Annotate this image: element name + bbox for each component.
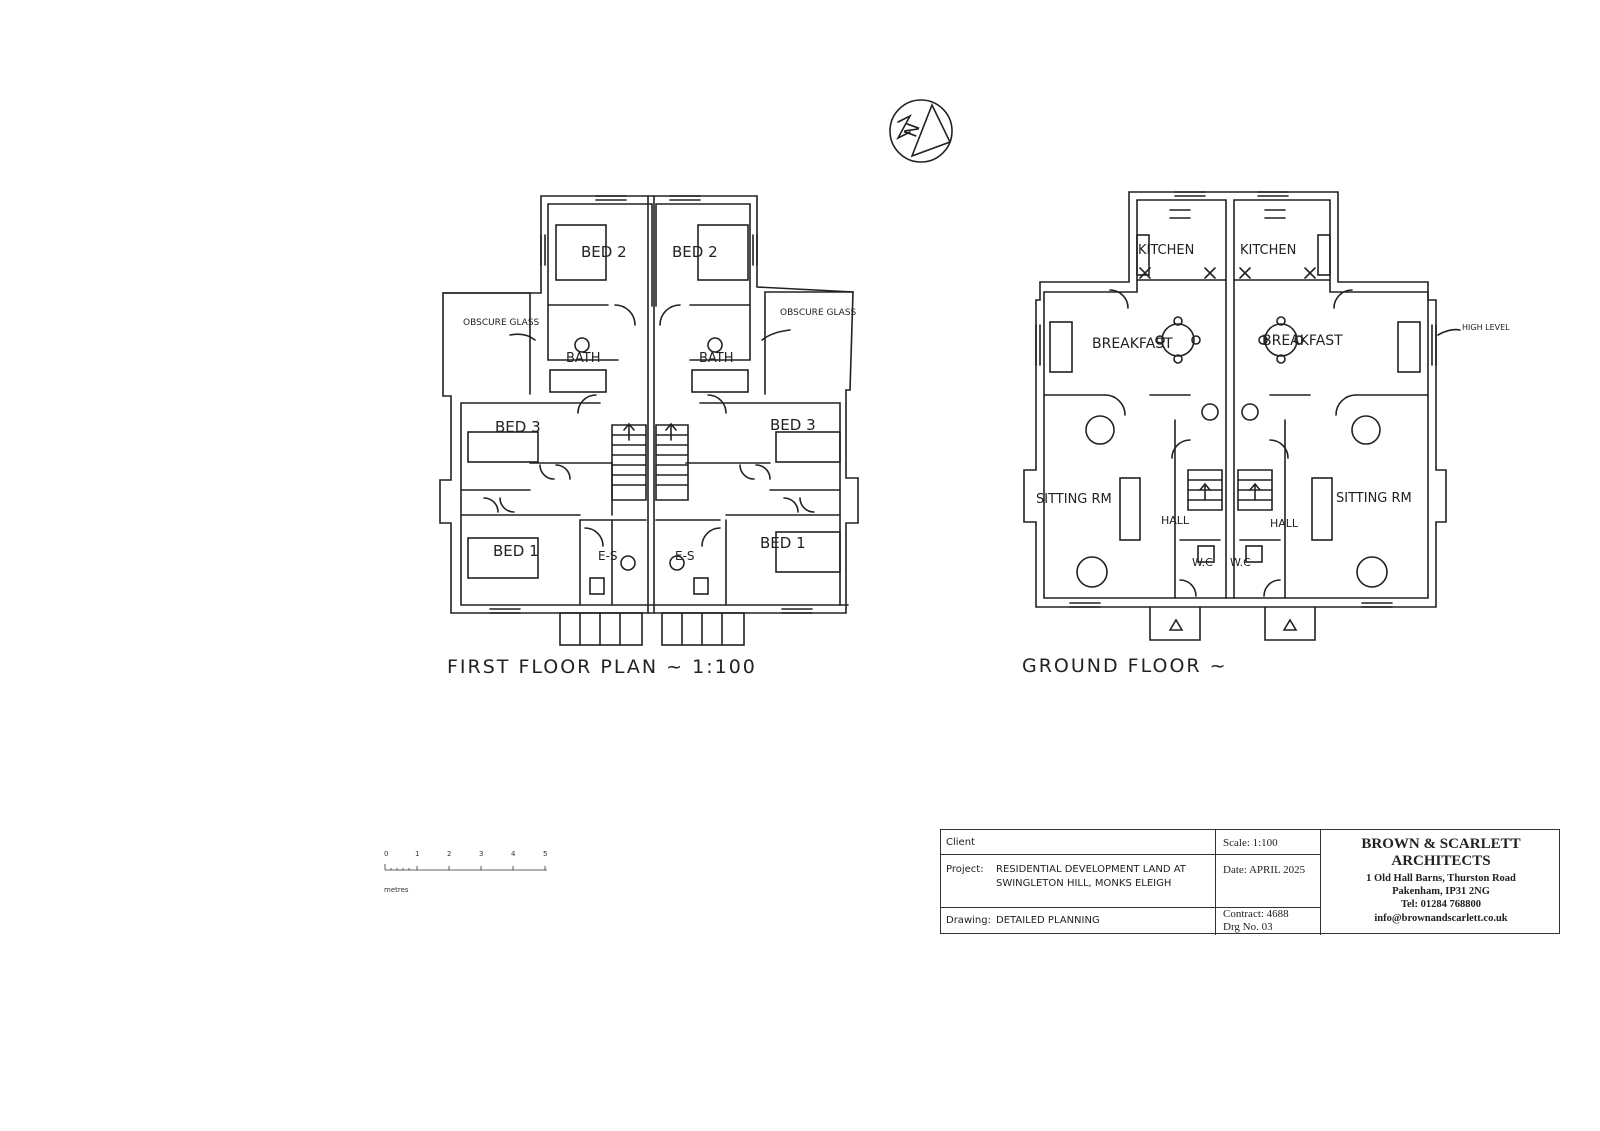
- room-label: BED 2: [581, 243, 627, 261]
- room-label: BED 2: [672, 243, 718, 261]
- firm-email: info@brownandscarlett.co.uk: [1374, 913, 1508, 924]
- title-block: Client Project: RESIDENTIAL DEVELOPMENT …: [940, 829, 1560, 935]
- room-label: SITTING RM: [1036, 492, 1112, 507]
- firm-name: BROWN & SCARLETT: [1361, 836, 1521, 852]
- firm-address-line2: Pakenham, IP31 2NG: [1392, 886, 1490, 897]
- scale-tick-label: 2: [447, 850, 452, 858]
- scale-tick-label: 3: [479, 850, 484, 858]
- room-label: HALL: [1270, 517, 1299, 530]
- scale-tick-label: 1: [415, 850, 420, 858]
- annotation-note: HIGH LEVEL: [1462, 323, 1510, 332]
- north-label: N: [900, 120, 924, 140]
- first-floor-title: FIRST FLOOR PLAN ~ 1:100: [447, 656, 757, 678]
- contract-value: Contract: 4688: [1223, 908, 1289, 920]
- firm-telephone: Tel: 01284 768800: [1400, 899, 1482, 910]
- first-floor-plan: [439, 195, 859, 646]
- date-value: Date: APRIL 2025: [1223, 864, 1306, 876]
- firm-subtitle: ARCHITECTS: [1391, 853, 1491, 869]
- room-label: BREAKFAST: [1262, 333, 1343, 349]
- project-name-line2: SWINGLETON HILL, MONKS ELEIGH: [996, 878, 1172, 889]
- room-label: W.C: [1230, 556, 1251, 569]
- client-label: Client: [946, 837, 975, 848]
- room-label: BREAKFAST: [1092, 336, 1173, 352]
- drawing-value: DETAILED PLANNING: [996, 915, 1100, 926]
- scale-value: Scale: 1:100: [1223, 837, 1278, 849]
- room-label: BED 3: [770, 416, 816, 434]
- drawing-label: Drawing:: [946, 915, 991, 926]
- room-label: E-S: [598, 549, 618, 563]
- room-label: SITTING RM: [1336, 491, 1412, 506]
- title-block-divider: [941, 854, 1321, 855]
- room-label: BATH: [566, 351, 601, 366]
- scale-bar-graphic: [384, 864, 547, 871]
- project-label: Project:: [946, 864, 984, 875]
- title-block-mid-column: [1216, 830, 1321, 935]
- title-block-left-column: [941, 830, 1216, 935]
- firm-address-line1: 1 Old Hall Barns, Thurston Road: [1366, 873, 1516, 884]
- drawing-number: Drg No. 03: [1223, 921, 1273, 933]
- scale-unit-label: metres: [384, 886, 409, 894]
- room-label: HALL: [1161, 514, 1190, 527]
- room-label: W.C: [1192, 556, 1213, 569]
- project-name-line1: RESIDENTIAL DEVELOPMENT LAND AT: [996, 864, 1186, 875]
- title-block-divider: [941, 907, 1321, 908]
- room-label: KITCHEN: [1240, 243, 1296, 258]
- ground-floor-plan: [1023, 191, 1461, 641]
- scale-tick-label: 5: [543, 850, 548, 858]
- room-label: BED 1: [493, 542, 539, 560]
- room-label: BED 1: [760, 534, 806, 552]
- north-arrow: [889, 99, 953, 163]
- ground-floor-title: GROUND FLOOR ~: [1022, 655, 1228, 677]
- room-label: KITCHEN: [1138, 243, 1194, 258]
- annotation-note: OBSCURE GLASS: [463, 318, 540, 328]
- scale-tick-label: 4: [511, 850, 516, 858]
- room-labels: BED 2 BED 2 BATH BATH BED 3 BED 3 BED 1 …: [447, 120, 1510, 678]
- room-label: BED 3: [495, 418, 541, 436]
- scale-tick-label: 0: [384, 850, 389, 858]
- room-label: E-S: [675, 549, 695, 563]
- annotation-note: OBSCURE GLASS: [780, 308, 857, 318]
- room-label: BATH: [699, 351, 734, 366]
